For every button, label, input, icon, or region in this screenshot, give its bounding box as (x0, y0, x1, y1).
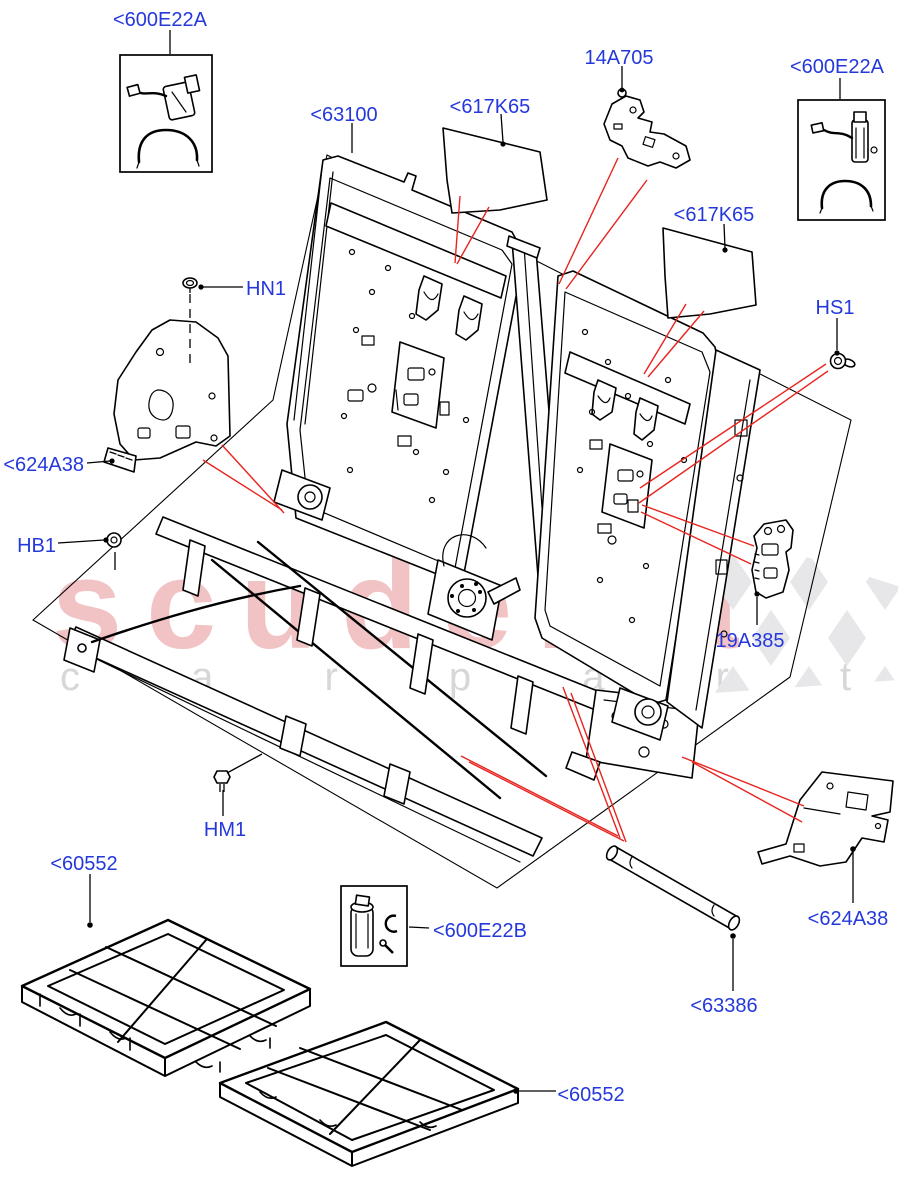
bolt-hn1 (182, 277, 198, 293)
part-label-600e22b[interactable]: <600E22B (433, 920, 527, 942)
leader-lines-red (202, 157, 829, 843)
inset-box-600e22b (340, 885, 408, 967)
drawing-plane-outline (32, 154, 852, 889)
part-label-hb1[interactable]: HB1 (17, 535, 56, 557)
backrest-frame-right (534, 270, 761, 741)
part-label-60552-b[interactable]: <60552 (557, 1084, 624, 1106)
part-label-624a38-right[interactable]: <624A38 (808, 908, 889, 930)
part-label-617k65-b[interactable]: <617K65 (674, 204, 755, 226)
part-label-hm1[interactable]: HM1 (204, 819, 246, 841)
part-label-617k65-a[interactable]: <617K65 (450, 96, 531, 118)
part-label-hn1[interactable]: HN1 (246, 278, 286, 300)
inset-box-600e22a-left (119, 54, 213, 173)
part-label-624a38-left[interactable]: <624A38 (3, 454, 84, 476)
grid-60552-b (218, 1020, 520, 1167)
recliner-mechanism (427, 534, 521, 641)
panel-617k65-b (662, 227, 757, 319)
part-label-60552-a[interactable]: <60552 (50, 853, 117, 875)
part-label-600e22a-right[interactable]: <600E22A (790, 56, 885, 78)
bolt-hm1 (213, 770, 231, 792)
part-label-19a385[interactable]: 19A385 (716, 630, 785, 652)
part-label-600e22a-left[interactable]: <600E22A (113, 9, 208, 31)
part-label-hs1[interactable]: HS1 (816, 297, 855, 319)
seat-base-frame (63, 516, 701, 863)
backrest-frame-left (273, 155, 525, 585)
part-label-14a705[interactable]: 14A705 (585, 47, 654, 69)
part-label-63386[interactable]: <63386 (690, 995, 757, 1017)
bracket-14a705 (603, 88, 691, 169)
striker-19a385 (751, 519, 794, 599)
nut-hs1 (829, 352, 856, 370)
part-label-63100[interactable]: <63100 (310, 104, 377, 126)
bracket-624a38-right (757, 771, 894, 867)
panel-617k65-a (442, 127, 548, 214)
inset-box-600e22a-right (797, 99, 886, 221)
grid-60552-a (20, 918, 312, 1077)
seat-frame-art (63, 155, 761, 863)
tube-63386 (605, 845, 741, 931)
leader-lines-black (57, 30, 856, 1094)
bracket-624a38-left (103, 319, 231, 473)
part-labels: <600E22A <63100 <617K65 14A705 <600E22A … (3, 9, 888, 1106)
